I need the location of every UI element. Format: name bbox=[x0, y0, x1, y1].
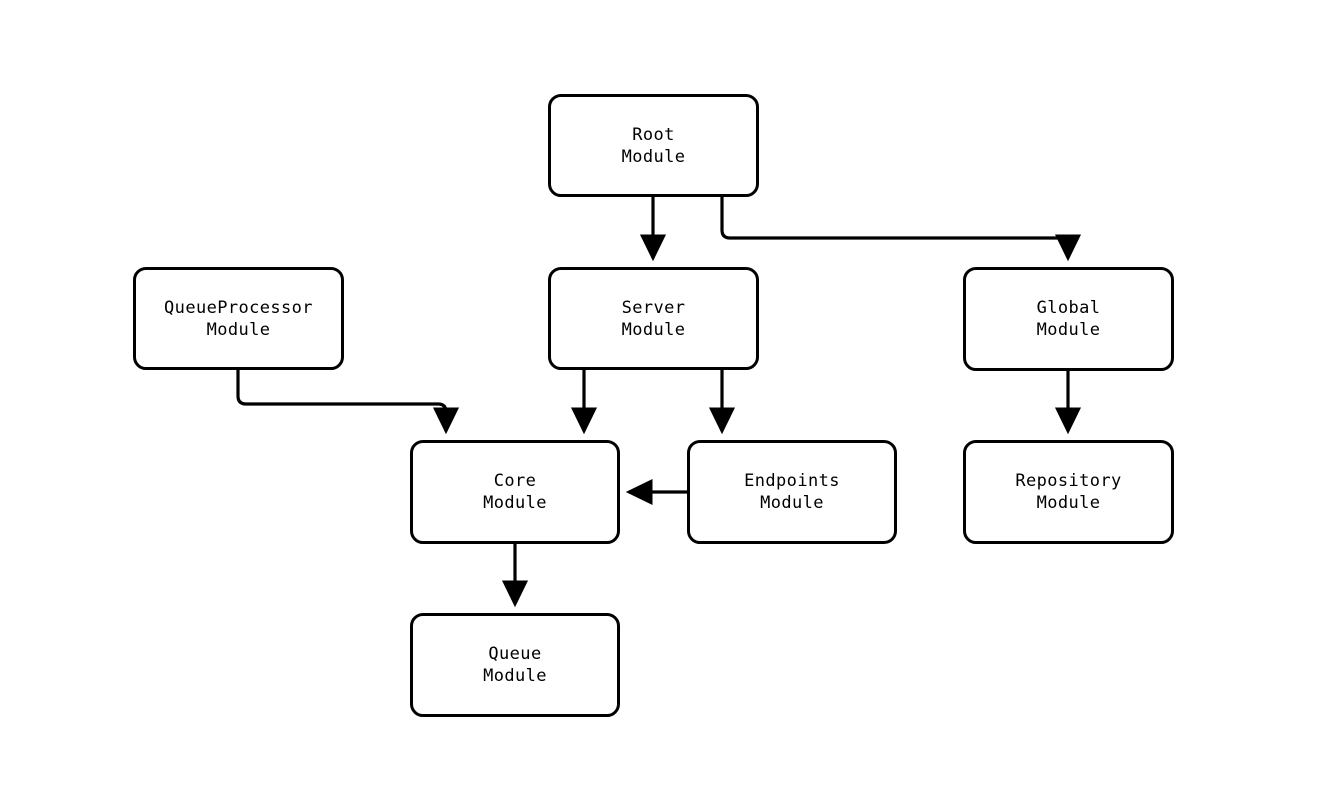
node-root-module-title: Root bbox=[632, 124, 675, 145]
node-core-module-title: Core bbox=[493, 471, 537, 491]
node-core-module-subtitle: Module bbox=[483, 493, 547, 513]
node-repository-module[interactable]: Repository Module bbox=[963, 440, 1174, 544]
node-global-module[interactable]: Global Module bbox=[963, 267, 1174, 371]
node-server-module-subtitle: Module bbox=[621, 319, 686, 340]
node-repository-module-title: Repository bbox=[1015, 471, 1122, 491]
node-queueprocessor-module-subtitle: Module bbox=[206, 319, 271, 340]
node-server-module[interactable]: Server Module bbox=[548, 267, 759, 370]
node-root-module[interactable]: Root Module bbox=[548, 94, 759, 197]
node-endpoints-module[interactable]: Endpoints Module bbox=[687, 440, 897, 544]
node-server-module-title: Server bbox=[621, 297, 686, 318]
node-queue-module-subtitle: Module bbox=[483, 666, 547, 686]
node-repository-module-subtitle: Module bbox=[1036, 493, 1101, 513]
node-queue-module[interactable]: Queue Module bbox=[410, 613, 620, 717]
node-global-module-subtitle: Module bbox=[1036, 320, 1101, 340]
node-global-module-title: Global bbox=[1036, 298, 1101, 318]
edge-queueprocessor-to-core bbox=[236, 370, 460, 435]
node-endpoints-module-title: Endpoints bbox=[744, 471, 840, 491]
node-queueprocessor-module[interactable]: QueueProcessor Module bbox=[133, 267, 344, 370]
node-root-module-subtitle: Module bbox=[621, 146, 686, 167]
node-endpoints-module-subtitle: Module bbox=[760, 493, 824, 513]
node-core-module[interactable]: Core Module bbox=[410, 440, 620, 544]
node-queue-module-title: Queue bbox=[488, 644, 542, 664]
edge-root-to-global bbox=[720, 197, 1082, 262]
node-queueprocessor-module-title: QueueProcessor bbox=[164, 297, 313, 318]
